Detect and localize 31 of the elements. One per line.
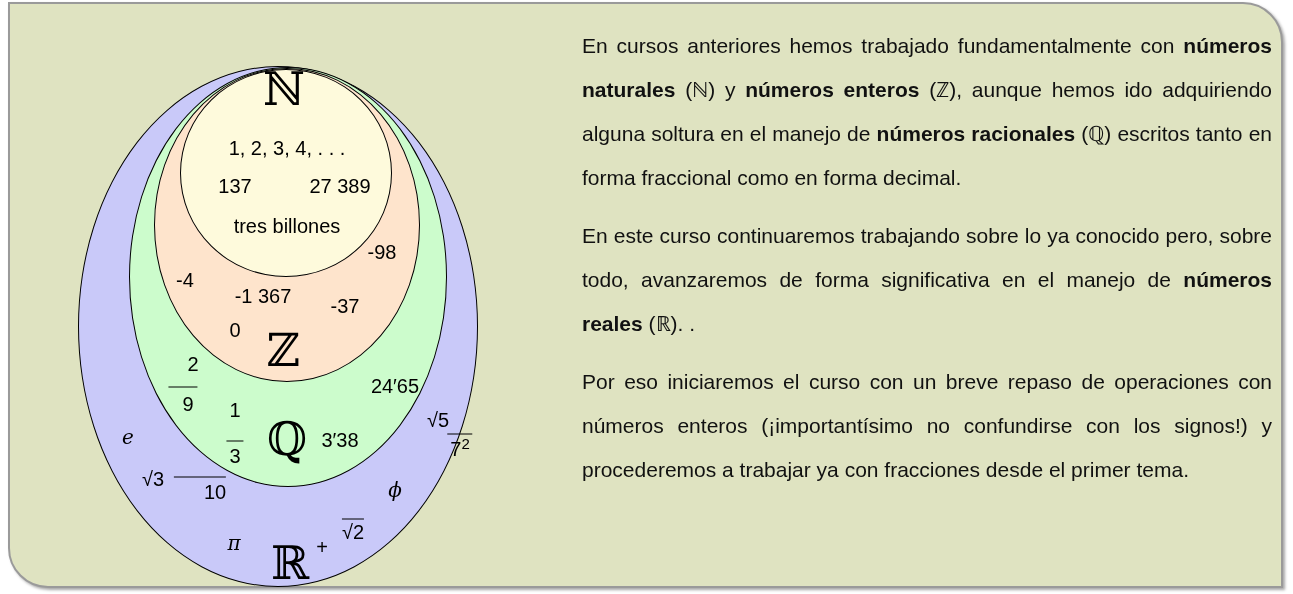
set-symbol: ℤ	[266, 327, 300, 373]
number-label: 1	[229, 400, 241, 420]
number-label: 1, 2, 3, 4, . . .	[228, 138, 346, 158]
number-label: √5	[426, 410, 450, 430]
set-symbol: ℚ	[266, 416, 308, 462]
number-label: +	[316, 537, 328, 557]
number-label: 10	[173, 476, 227, 502]
number-label: 137	[218, 176, 252, 196]
number-label: e	[122, 427, 134, 447]
number-label: ϕ	[388, 480, 402, 500]
number-label: √3	[141, 469, 165, 489]
number-label: -4	[176, 270, 194, 290]
number-label: π	[227, 533, 241, 553]
number-label: 24′65	[370, 376, 420, 396]
number-label: 2	[187, 354, 199, 374]
number-label: tres billones	[233, 216, 341, 236]
number-label: -37	[330, 296, 360, 316]
number-label: -98	[367, 242, 397, 262]
number-label: 3	[226, 440, 244, 466]
paragraph: En este curso continuaremos trabajando sobre lo ya conocido pero, sobre todo, avanzaremos de forma significativa en el manejo de números reales (ℝ). .	[582, 223, 1272, 337]
number-label: 27 389	[309, 176, 371, 196]
number-label: -1 367	[234, 286, 292, 306]
set-symbol: ℝ	[270, 540, 310, 586]
set-symbol: ℕ	[263, 66, 305, 112]
number-label: 0	[229, 320, 241, 340]
paragraph: Por eso iniciaremos el curso con un breve repaso de operaciones con números enteros (¡importantísimo no confundirse con los signos!) y procederemos a trabajar ya con fracciones desde el primer tema.	[582, 369, 1272, 483]
number-label: 3′38	[321, 430, 359, 450]
card-panel	[8, 2, 1283, 588]
number-label: √2	[341, 518, 365, 542]
number-label: 9	[168, 386, 198, 414]
paragraph: En cursos anteriores hemos trabajado fundamentalmente con números naturales (ℕ) y números enteros (ℤ), aunque hemos ido adquiriendo alguna soltura en el manejo de números racionales (ℚ) escritos tanto en forma fraccional como en forma decimal.	[582, 33, 1272, 191]
